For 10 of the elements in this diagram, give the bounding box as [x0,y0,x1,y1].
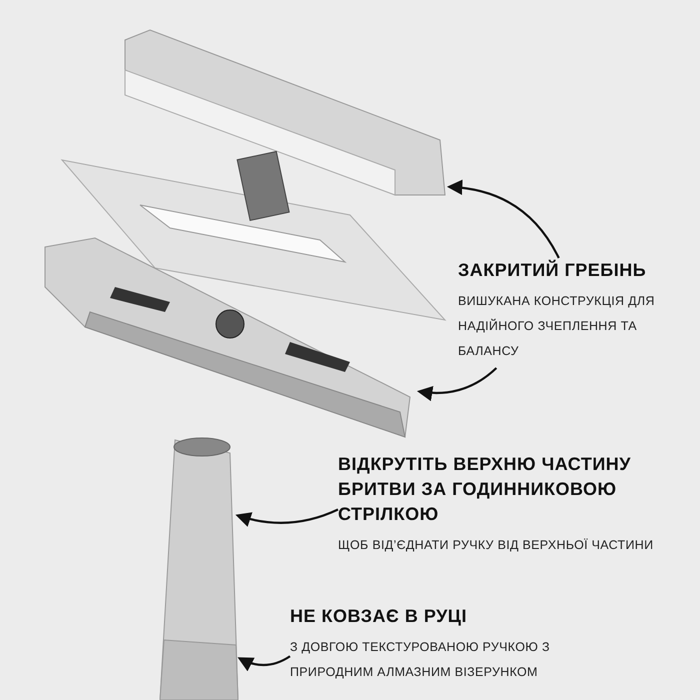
callout-text: З ДОВГОЮ ТЕКСТУРОВАНОЮ РУЧКОЮ З ПРИРОДНИМ АЛМАЗНИМ ВІЗЕРУНКОМ [290,639,551,681]
arrow [235,508,338,527]
arrow [416,367,498,401]
arrow [446,180,560,259]
callout-heading: НЕ КОВЗАЄ В РУЦІ [290,605,468,628]
callout-text: ВИШУКАНА КОНСТРУКЦІЯ ДЛЯ НАДІЙНОГО ЗЧЕПЛЕННЯ ТА БАЛАНСУ [458,293,656,360]
callout-heading: ЗАКРИТИЙ ГРЕБІНЬ [458,258,648,282]
callout-text: ЩОБ ВІД’ЄДНАТИ РУЧКУ ВІД ВЕРХНЬОЇ ЧАСТИНИ [338,537,654,554]
arrow [237,655,291,672]
callout-heading: ВІДКРУТІТЬ ВЕРХНЮ ЧАСТИНУ БРИТВИ ЗА ГОДИННИКОВОЮ СТРІЛКОЮ [338,453,632,526]
